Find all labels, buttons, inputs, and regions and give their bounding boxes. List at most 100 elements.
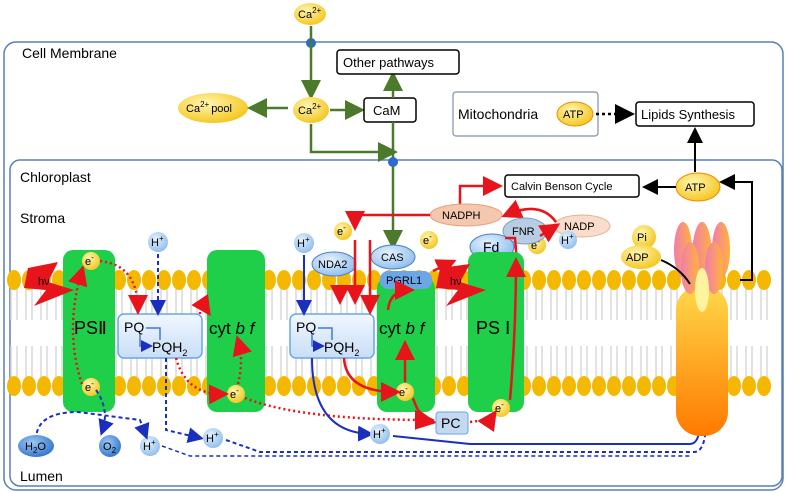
- other-pathways-box: [336, 49, 460, 75]
- lipid-head: [262, 270, 276, 290]
- lipid-head: [607, 270, 621, 290]
- pgrl1-label: PGRL1: [386, 275, 422, 287]
- lipid-head: [652, 270, 666, 290]
- cas-label: CAS: [381, 252, 404, 264]
- light-bolt-psii: hν: [24, 262, 74, 306]
- psi-complex: [468, 252, 524, 412]
- lipid-head: [757, 376, 771, 396]
- h-plus-fnr: H+: [559, 231, 577, 249]
- lipid-head: [607, 376, 621, 396]
- lipid-head: [532, 270, 546, 290]
- calvin-benson-label: Calvin Benson Cycle: [511, 181, 613, 193]
- cyt-bf-label-1: cyt b f: [209, 319, 257, 338]
- lipid-head: [757, 270, 771, 290]
- svg-text:Ca2+pool: Ca2+pool: [186, 100, 232, 115]
- svg-text:H+: H+: [297, 235, 310, 250]
- h-plus-stroma-1: H+: [148, 232, 168, 252]
- electron-psi: e-: [492, 399, 510, 417]
- lipid-head: [532, 376, 546, 396]
- lipid-head: [652, 376, 666, 396]
- lipid-head: [127, 270, 141, 290]
- cyt-bf-label-2: cyt b f: [379, 319, 427, 338]
- o2-molecule: O2: [99, 435, 121, 457]
- cyt-bf-complex-1: [207, 250, 265, 412]
- lipid-head: [277, 270, 291, 290]
- lipid-head: [667, 270, 681, 290]
- atp-stroma-label: ATP: [685, 182, 706, 194]
- nadp-label: NADP: [564, 221, 595, 233]
- lipid-head: [127, 376, 141, 396]
- pq-label-1: PQ: [124, 319, 144, 335]
- svg-text:hν: hν: [450, 276, 462, 288]
- lipid-head: [157, 270, 171, 290]
- lipid-head: [547, 270, 561, 290]
- lipid-head: [187, 270, 201, 290]
- lipid-head: [22, 376, 36, 396]
- lipid-head: [562, 376, 576, 396]
- svg-text:hν: hν: [38, 276, 50, 288]
- svg-text:H+: H+: [151, 234, 164, 249]
- svg-text:e-: e-: [423, 232, 432, 247]
- other-pathways-label: Other pathways: [343, 55, 435, 70]
- cam-label: CaM: [373, 103, 400, 118]
- svg-text:Ca2+: Ca2+: [298, 6, 322, 21]
- lipid-head: [7, 270, 21, 290]
- svg-text:e-: e-: [337, 223, 346, 238]
- lipid-head: [727, 270, 741, 290]
- lipid-head: [52, 376, 66, 396]
- lipid-head: [547, 376, 561, 396]
- svg-text:H+: H+: [206, 430, 219, 445]
- svg-text:H+: H+: [561, 232, 574, 247]
- cell-membrane-label: Cell Membrane: [22, 45, 117, 61]
- lipid-head: [457, 376, 471, 396]
- electron-psii-top: e-: [82, 252, 100, 270]
- lumen-label: Lumen: [20, 468, 63, 484]
- electron-cyt-1: e-: [227, 385, 245, 403]
- lipid-head: [157, 376, 171, 396]
- svg-text:H+: H+: [373, 426, 386, 441]
- pqh2-label-2: PQH2: [324, 339, 359, 358]
- atp-mito-ball: [556, 101, 594, 127]
- ca-ion-mid: Ca2+: [293, 97, 329, 123]
- lipid-head: [142, 270, 156, 290]
- lipid-head: [322, 376, 336, 396]
- pqh2-label-1: PQH2: [152, 339, 187, 358]
- lipid-head: [292, 376, 306, 396]
- electron-stroma-2: e-: [420, 231, 438, 249]
- lipid-head: [442, 376, 456, 396]
- lipid-head: [277, 376, 291, 396]
- lipid-head: [577, 270, 591, 290]
- lipid-head: [337, 376, 351, 396]
- atp-synthase: [674, 222, 730, 436]
- pq-label-2: PQ: [296, 319, 316, 335]
- h-plus-stroma-2: H+: [294, 233, 314, 253]
- cam-box: [363, 97, 417, 123]
- pc-box: [435, 411, 469, 435]
- ca-pool: Ca2+pool: [178, 93, 248, 123]
- psii-complex: [63, 250, 115, 412]
- lipids-synthesis-box: [635, 101, 755, 127]
- fd-label: Fd: [483, 239, 499, 255]
- h-plus-lumen-3: H+: [370, 424, 390, 444]
- pi-label: Pi: [637, 232, 647, 244]
- nadph-label: NADPH: [442, 210, 481, 222]
- lipid-head: [112, 376, 126, 396]
- lipids-synthesis-label: Lipids Synthesis: [641, 107, 735, 122]
- lipid-head: [187, 376, 201, 396]
- lipid-head: [592, 270, 606, 290]
- lipid-head: [307, 270, 321, 290]
- atp-mito-label: ATP: [563, 109, 584, 121]
- psii-label: PSⅡ: [74, 318, 107, 338]
- ca-ion-top: Ca2+: [294, 3, 326, 25]
- pc-label: PC: [441, 415, 460, 431]
- psi-label: PS Ⅰ: [476, 318, 510, 338]
- h-plus-lumen-1: H+: [140, 436, 160, 456]
- lipid-head: [577, 376, 591, 396]
- lipid-head: [562, 270, 576, 290]
- cell-membrane-frame: [3, 41, 784, 491]
- svg-text:e-: e-: [399, 384, 408, 399]
- lipid-head: [262, 376, 276, 396]
- svg-text:e-: e-: [495, 400, 504, 415]
- fnr-label: FNR: [512, 226, 535, 238]
